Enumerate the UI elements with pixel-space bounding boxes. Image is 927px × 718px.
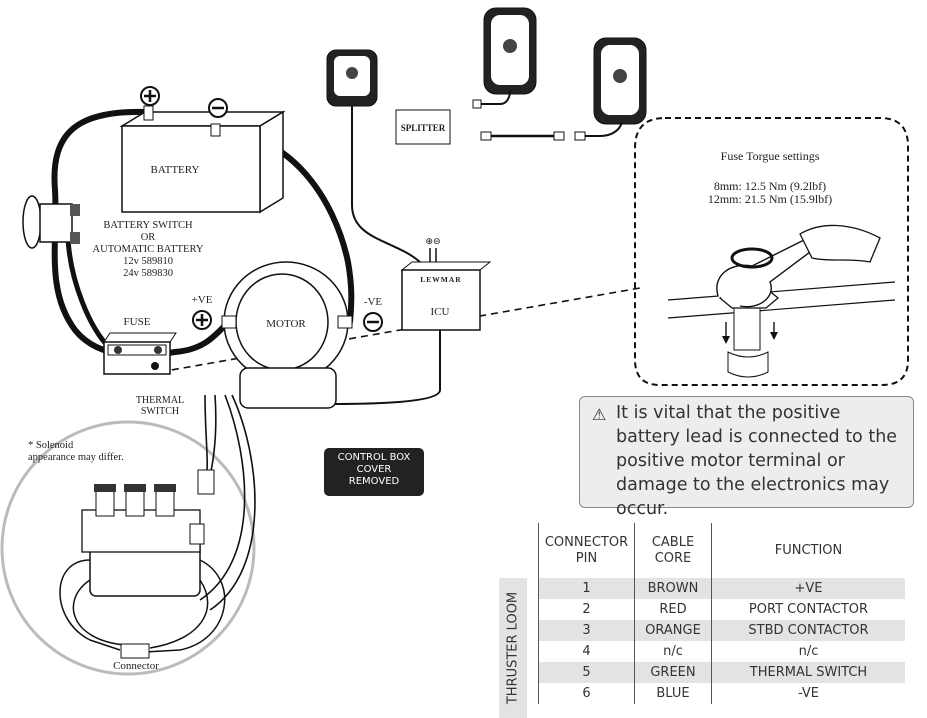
negative-ve-label: -VE	[363, 296, 383, 308]
battery-switch-label: BATTERY SWITCH OR AUTOMATIC BATTERY 12v …	[92, 220, 204, 279]
icu-top	[400, 261, 492, 271]
svg-text:⊕⊖: ⊕⊖	[425, 237, 440, 247]
warning-icon: ⚠	[592, 405, 607, 424]
header-connector-pin: CONNECTOR PIN	[538, 523, 635, 578]
icu-brand-label: LEWMAR	[420, 275, 462, 284]
control-box-base	[239, 367, 337, 409]
motor-label: MOTOR	[266, 318, 306, 330]
table-row: 4 n/c n/c	[499, 641, 905, 662]
table-row: 5 GREEN THERMAL SWITCH	[499, 662, 905, 683]
battery-switch-knob	[22, 195, 42, 249]
battery-switch-body	[39, 203, 73, 243]
thermal-switch-label: THERMAL SWITCH	[135, 395, 185, 417]
icu-label: ICU	[430, 306, 450, 318]
icu-body	[401, 269, 481, 331]
table-row: 3 ORANGE STBD CONTACTOR	[499, 620, 905, 641]
connector-pin-table: CONNECTOR PIN CABLE CORE FUNCTION 1 BROW…	[499, 523, 905, 704]
torque-stud-plate	[667, 281, 896, 319]
battery-neg-terminal	[210, 123, 221, 137]
switch-to-fuse-cable	[65, 237, 112, 350]
torque-leader-line	[159, 287, 641, 373]
table-header-row: CONNECTOR PIN CABLE CORE FUNCTION	[499, 523, 905, 578]
warning-box: ⚠ It is vital that the positive battery …	[579, 396, 914, 519]
header-cable-core: CABLE CORE	[634, 523, 712, 578]
header-function: FUNCTION	[711, 523, 905, 578]
table-row: 2 RED PORT CONTACTOR	[499, 599, 905, 620]
battery-side	[259, 110, 284, 214]
fuse-torque-values: 8mm: 12.5 Nm (9.2lbf) 12mm: 21.5 Nm (15.…	[707, 179, 833, 206]
table-row: 1 BROWN +VE	[499, 578, 905, 599]
control-box-cover-removed-label: CONTROL BOX COVER REMOVED	[324, 448, 424, 496]
splitter-box	[395, 109, 451, 145]
battery-pos-terminal	[143, 105, 154, 121]
warning-text: It is vital that the positive battery le…	[616, 403, 898, 519]
torque-callout-border	[634, 117, 909, 386]
solenoid-wires	[59, 559, 226, 653]
solenoid-note: * Solenoid appearance may differ.	[28, 440, 124, 463]
thermal-switch-wires	[199, 394, 256, 611]
panel-to-icu-wire	[351, 100, 421, 263]
battery-body	[121, 125, 261, 213]
positive-ve-label: +VE	[191, 294, 213, 306]
thruster-loom-label: THRUSTER LOOM	[499, 578, 527, 718]
connector-label: Connector	[113, 660, 159, 672]
table-row: 6 BLUE -VE	[499, 683, 905, 704]
connector-block	[120, 643, 150, 659]
fuse-label: FUSE	[123, 316, 151, 328]
icu-to-control-box-wire	[329, 330, 441, 405]
splitter-label: SPLITTER	[400, 123, 446, 133]
fuse-torque-title: Fuse Torgue settings	[720, 149, 820, 163]
battery-label: BATTERY	[150, 164, 200, 176]
fuse-top	[103, 332, 177, 343]
